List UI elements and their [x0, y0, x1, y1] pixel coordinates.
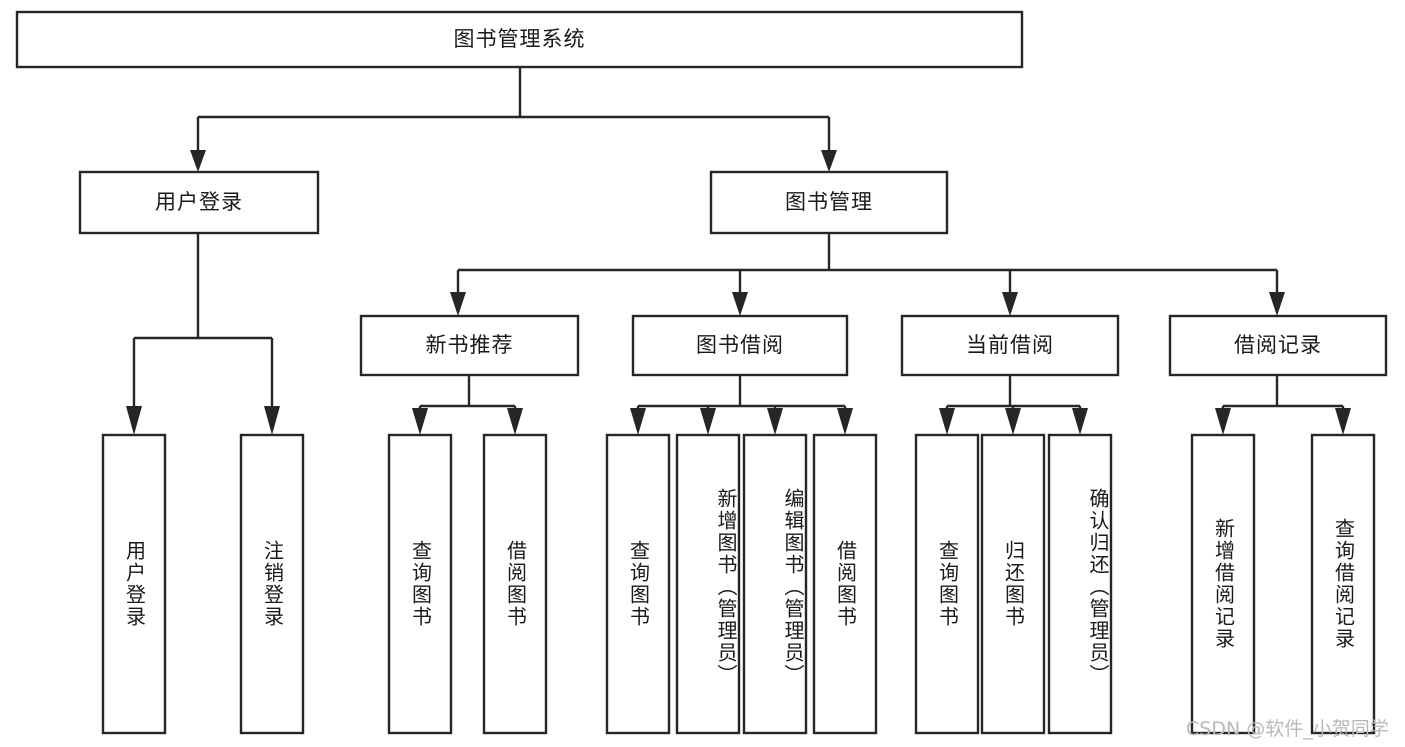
arrowhead-leaf-query-book-2	[630, 408, 646, 435]
arrowhead-new-book-recommend	[450, 292, 466, 316]
arrowhead-book-manage	[821, 150, 837, 172]
arrowhead-current-borrow	[1002, 292, 1018, 316]
node-box-book-manage[interactable]	[709, 170, 949, 235]
arrowhead-leaf-confirm-return	[1072, 408, 1088, 435]
edge-group-book-borrow-to-leaves	[630, 375, 853, 435]
arrowhead-leaf-borrow-book-1	[507, 408, 523, 435]
arrowhead-book-borrow	[732, 292, 748, 316]
arrowhead-leaf-add-book	[700, 408, 716, 435]
arrowhead-borrow-record	[1269, 292, 1285, 316]
node-box-leaf-query-book-3[interactable]	[914, 433, 980, 735]
node-box-user-login[interactable]	[78, 170, 320, 235]
edge-group-borrow-record-to-leaves	[1215, 375, 1351, 435]
node-box-leaf-query-record[interactable]	[1310, 433, 1376, 735]
arrowhead-leaf-edit-book	[767, 408, 783, 435]
edge-group-level1-to-level2	[190, 67, 837, 172]
node-box-leaf-add-record[interactable]	[1190, 433, 1256, 735]
node-box-new-book-recommend[interactable]	[359, 314, 580, 377]
node-box-leaf-confirm-return[interactable]	[1047, 433, 1113, 735]
node-box-current-borrow[interactable]	[900, 314, 1120, 377]
node-box-leaf-add-book[interactable]	[675, 433, 741, 735]
arrowhead-leaf-return-book	[1005, 408, 1021, 435]
node-box-leaf-query-book-1[interactable]	[387, 433, 453, 735]
edge-group-current-borrow-to-leaves	[939, 375, 1088, 435]
node-box-root[interactable]	[15, 10, 1024, 69]
node-box-leaf-return-book[interactable]	[980, 433, 1046, 735]
edge-group-book-manage-to-level3	[450, 233, 1285, 316]
node-box-leaf-logout-login[interactable]	[239, 433, 305, 735]
arrowhead-leaf-query-record	[1335, 408, 1351, 435]
arrowhead-leaf-borrow-book-2	[837, 408, 853, 435]
node-box-leaf-borrow-book-1[interactable]	[482, 433, 548, 735]
arrowhead-leaf-query-book-1	[412, 408, 428, 435]
node-box-book-borrow[interactable]	[631, 314, 849, 377]
arrowhead-leaf-user-login	[126, 406, 142, 435]
arrowhead-user-login	[190, 150, 206, 172]
node-box-leaf-query-book-2[interactable]	[605, 433, 671, 735]
edge-group-new-book-recommend-to-leaves	[412, 375, 523, 435]
arrowhead-leaf-logout-login	[264, 406, 280, 435]
node-box-leaf-user-login[interactable]	[101, 433, 167, 735]
node-box-borrow-record[interactable]	[1168, 314, 1388, 377]
arrowhead-leaf-add-record	[1215, 408, 1231, 435]
arrowhead-leaf-query-book-3	[939, 408, 955, 435]
edge-group-user-login-to-leaves	[126, 233, 280, 435]
node-box-leaf-borrow-book-2[interactable]	[812, 433, 878, 735]
node-box-leaf-edit-book[interactable]	[742, 433, 808, 735]
